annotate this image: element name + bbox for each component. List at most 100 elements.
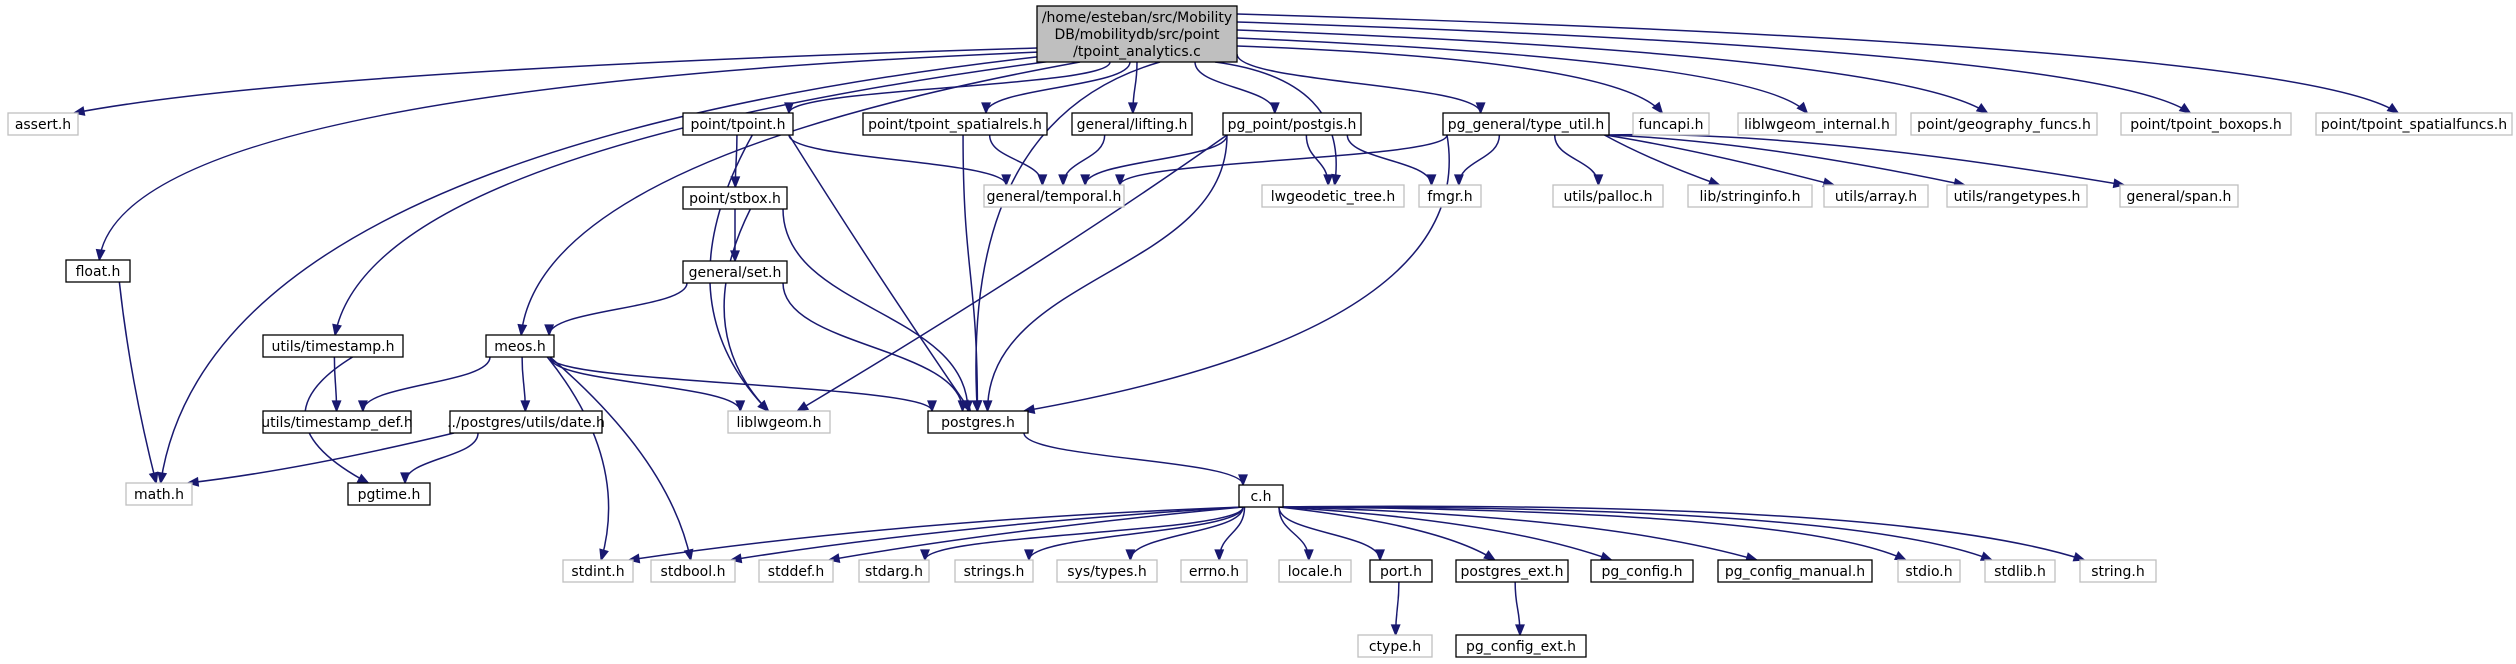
node-label-liblwgeom: liblwgeom.h: [736, 415, 821, 431]
node-box-array: [1823, 184, 1929, 208]
node-label-tspoint: utils/timestamp.h: [272, 339, 395, 355]
arrow-head-spatialfuncs: [2386, 102, 2400, 114]
edge-typeutil-to-palloc: [1553, 134, 1600, 186]
edge-typeutil-to-span: [1604, 133, 2125, 186]
node-label-boxops: point/tpoint_boxops.h: [2130, 117, 2282, 133]
node-floath[interactable]: float.h: [65, 259, 131, 283]
edges-layer: [72, 13, 2400, 637]
node-array: utils/array.h: [1823, 184, 1929, 208]
node-tspoint[interactable]: utils/timestamp.h: [262, 334, 404, 358]
node-box-typeutil: [1442, 112, 1610, 136]
node-spatialrels[interactable]: point/tpoint_spatialrels.h: [862, 112, 1048, 136]
edge-ch-to-pgconfig: [1278, 506, 1612, 561]
node-box-assert: [7, 112, 79, 136]
arrow-head-floath: [95, 248, 106, 262]
node-palloc: utils/palloc.h: [1552, 184, 1664, 208]
node-box-funcapi: [1632, 112, 1710, 136]
node-pgext[interactable]: postgres_ext.h: [1455, 559, 1569, 583]
node-box-meos: [485, 334, 555, 358]
arrow-head-pgconfig: [1599, 551, 1614, 562]
edge-ch-to-stdbool: [730, 506, 1244, 561]
node-pgconfig[interactable]: pg_config.h: [1590, 559, 1694, 583]
arrow-head-funcapi: [1651, 101, 1664, 115]
arrow-head-liblwgeom: [735, 400, 746, 413]
edge-tpoint-to-liblwgeom: [709, 134, 769, 412]
node-box-ch: [1238, 484, 1284, 508]
node-dateh[interactable]: ../postgres/utils/date.h: [447, 410, 605, 434]
node-tpoint[interactable]: point/tpoint.h: [682, 112, 794, 136]
node-pgtime[interactable]: pgtime.h: [347, 482, 431, 506]
node-box-pgconfigext: [1455, 634, 1587, 658]
edge-ch-to-stdlib: [1278, 506, 1992, 561]
root-node-label-line: /home/esteban/src/Mobility: [1042, 10, 1232, 26]
node-label-tpoint: point/tpoint.h: [691, 117, 786, 133]
node-label-postgis: pg_point/postgis.h: [1228, 117, 1357, 133]
node-box-tspoint: [262, 334, 404, 358]
node-label-lwinternal: liblwgeom_internal.h: [1744, 117, 1890, 133]
node-box-spatialfuncs: [2315, 112, 2513, 136]
edge-postgres-to-ch: [1023, 432, 1244, 486]
node-errno: errno.h: [1180, 559, 1248, 583]
arrow-head-stringh: [2072, 551, 2086, 562]
node-box-stdlib: [1984, 559, 2056, 583]
edge-root-to-mathh: [159, 55, 1046, 484]
node-tsdef[interactable]: utils/timestamp_def.h: [261, 410, 413, 434]
node-label-stddef: stddef.h: [768, 564, 824, 580]
node-label-stdint: stdint.h: [571, 564, 624, 580]
edge-root-to-boxops: [1236, 21, 2191, 114]
node-postgres[interactable]: postgres.h: [927, 410, 1029, 434]
arrow-head-typeutil: [1475, 102, 1486, 115]
node-label-meos: meos.h: [494, 339, 545, 355]
arrow-head-tsdef: [331, 400, 342, 413]
node-box-lwinternal: [1737, 112, 1897, 136]
node-pgconfigext[interactable]: pg_config_ext.h: [1455, 634, 1587, 658]
node-box-pgconfigman: [1717, 559, 1873, 583]
node-temporal: general/temporal.h: [983, 184, 1125, 208]
node-pgconfigman[interactable]: pg_config_manual.h: [1717, 559, 1873, 583]
nodes-layer: /home/esteban/src/MobilityDB/mobilitydb/…: [7, 5, 2513, 658]
node-box-locale: [1278, 559, 1352, 583]
node-postgis[interactable]: pg_point/postgis.h: [1222, 112, 1362, 136]
node-ctype: ctype.h: [1357, 634, 1433, 658]
node-systypes: sys/types.h: [1056, 559, 1158, 583]
node-ch[interactable]: c.h: [1238, 484, 1284, 508]
node-meos[interactable]: meos.h: [485, 334, 555, 358]
edge-stbox-to-liblwgeom: [723, 208, 769, 412]
edge-meos-to-stdbool: [549, 356, 692, 561]
node-lifting[interactable]: general/lifting.h: [1071, 112, 1193, 136]
node-box-stdio: [1897, 559, 1961, 583]
node-label-stringinfo: lib/stringinfo.h: [1700, 189, 1801, 205]
edge-root-to-geogfuncs: [1236, 29, 1988, 114]
node-port[interactable]: port.h: [1369, 559, 1433, 583]
edge-root-to-floath: [98, 51, 1041, 261]
node-label-assert: assert.h: [15, 117, 71, 133]
node-mathh: math.h: [125, 482, 193, 506]
node-stdint: stdint.h: [562, 559, 634, 583]
node-box-dateh: [449, 410, 603, 434]
node-typeutil[interactable]: pg_general/type_util.h: [1442, 112, 1610, 136]
node-label-setr: general/set.h: [689, 265, 782, 281]
node-box-fmgr: [1418, 184, 1482, 208]
root-node-box: [1036, 5, 1238, 63]
edge-ch-to-stdarg: [924, 506, 1244, 561]
node-label-typeutil: pg_general/type_util.h: [1448, 117, 1604, 133]
edge-root-to-assert: [73, 47, 1038, 114]
node-box-mathh: [125, 482, 193, 506]
edge-tpoint-to-temporal: [788, 134, 1007, 186]
edge-setr-to-postgres: [782, 282, 964, 412]
node-box-stringinfo: [1687, 184, 1813, 208]
edge-root-to-postgres: [975, 61, 1161, 412]
arrow-head-stringinfo: [1707, 176, 1722, 187]
node-setr[interactable]: general/set.h: [682, 260, 788, 284]
arrow-head-errno: [1214, 549, 1225, 562]
node-box-stringh: [2079, 559, 2157, 583]
edge-typeutil-to-array: [1604, 134, 1835, 186]
node-stbox[interactable]: point/stbox.h: [682, 186, 788, 210]
arrow-head-lwgeodetic: [1323, 174, 1334, 187]
edge-ch-to-stdio: [1278, 506, 1907, 561]
arrow-head-fmgr: [1453, 174, 1464, 187]
node-label-stdarg: stdarg.h: [865, 564, 923, 580]
node-label-funcapi: funcapi.h: [1638, 117, 1703, 133]
edge-typeutil-to-stringinfo: [1604, 134, 1720, 186]
edge-setr-to-meos: [548, 282, 688, 336]
